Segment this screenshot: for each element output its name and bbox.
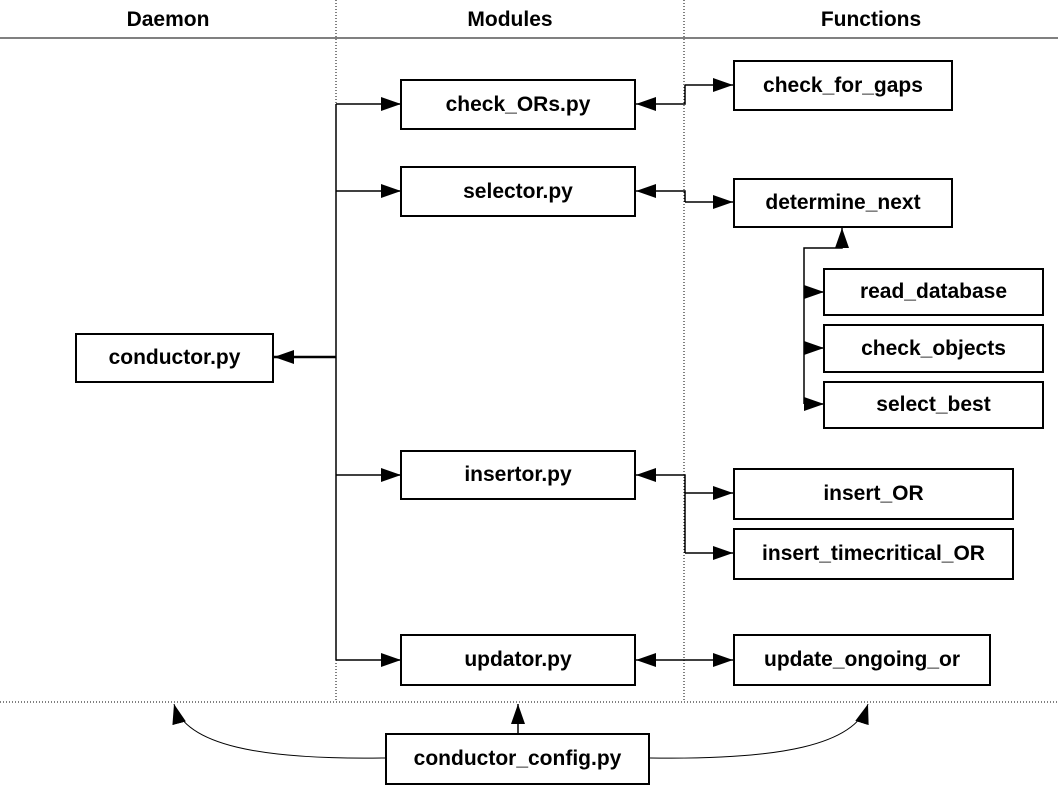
- selector-box[interactable]: selector.py: [400, 166, 636, 217]
- conductor-box[interactable]: conductor.py: [75, 333, 274, 383]
- insertor-box[interactable]: insertor.py: [400, 450, 636, 500]
- check-for-gaps-box[interactable]: check_for_gaps: [733, 60, 953, 111]
- insert-timecritical-or-box[interactable]: insert_timecritical_OR: [733, 528, 1014, 580]
- link-insertor-functions: [636, 468, 686, 553]
- link-next-subfunctions: [803, 228, 849, 404]
- insert-or-box[interactable]: insert_OR: [733, 468, 1014, 520]
- config-arrow-functions: [649, 703, 869, 759]
- update-ongoing-or-box[interactable]: update_ongoing_or: [733, 634, 991, 686]
- config-arrow-daemon: [172, 703, 386, 759]
- header-modules: Modules: [467, 8, 553, 31]
- check-objects-box[interactable]: check_objects: [823, 324, 1044, 373]
- updator-box[interactable]: updator.py: [400, 634, 636, 686]
- select-best-box[interactable]: select_best: [823, 381, 1044, 429]
- conductor-config-box[interactable]: conductor_config.py: [385, 733, 650, 785]
- check-ors-box[interactable]: check_ORs.py: [400, 79, 636, 130]
- header-functions: Functions: [820, 8, 922, 31]
- link-selector-next: [636, 184, 686, 202]
- header-daemon: Daemon: [126, 8, 210, 31]
- link-check-ors-gaps: [636, 85, 686, 111]
- determine-next-box[interactable]: determine_next: [733, 178, 953, 228]
- read-database-box[interactable]: read_database: [823, 268, 1044, 316]
